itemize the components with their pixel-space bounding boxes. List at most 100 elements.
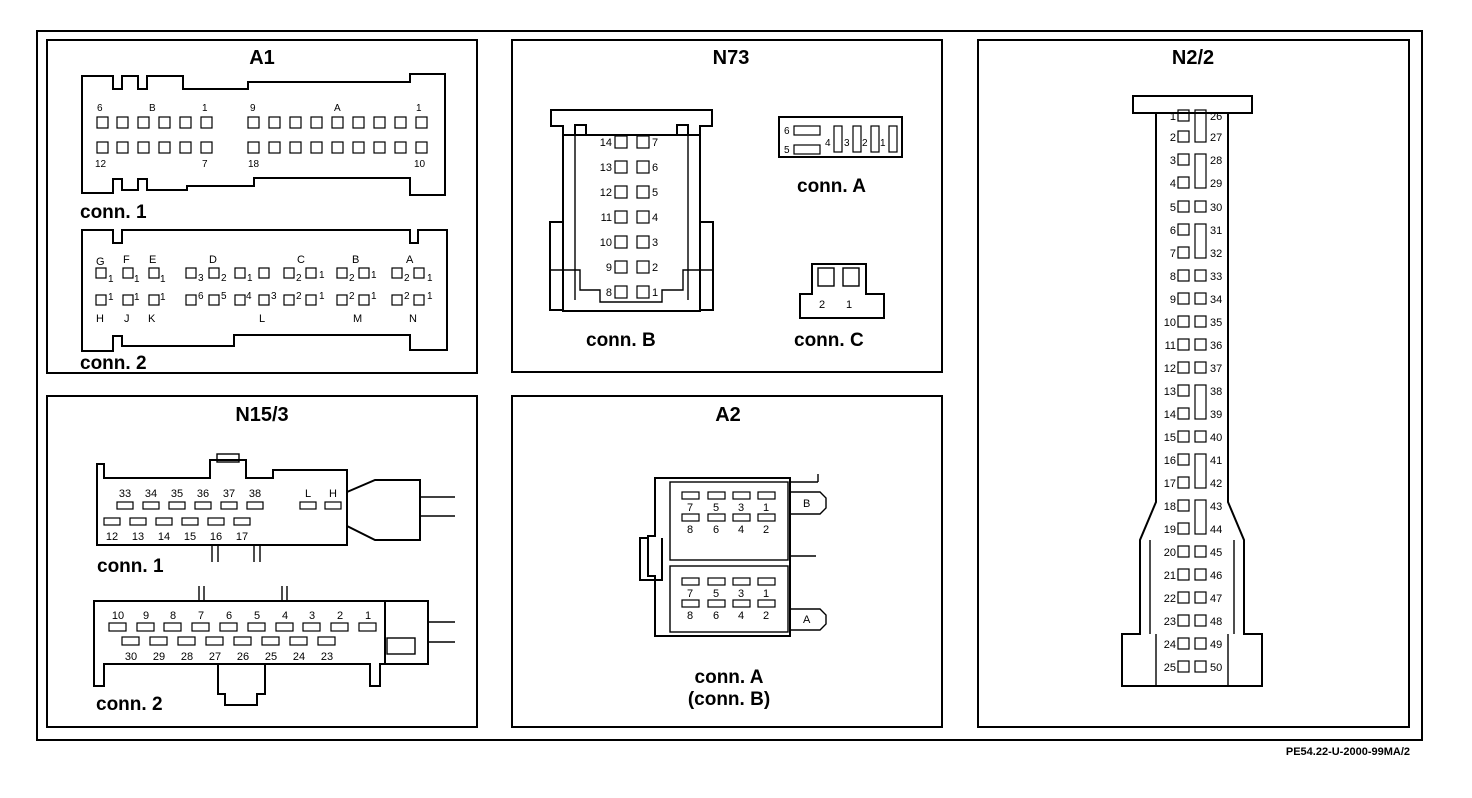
n2-2-label: 47 [1210,593,1222,605]
n15-conn2-pin [108,622,127,632]
a2-caption-line2: (conn. B) [688,689,770,710]
n2-2-pin [1177,591,1190,604]
n2-2-pin [1194,153,1207,189]
n73-connb-housing [550,109,713,136]
n15-conn2-caption: conn. 2 [96,694,163,715]
a1-conn1-pin [200,116,213,129]
n2-2-label: 33 [1210,271,1222,283]
n2-2-label: 6 [1170,225,1176,237]
n15-conn2-label: 8 [170,610,176,622]
a1-conn2-pin-number: 2 [296,273,302,284]
a1-conn2-pin-number: 1 [247,273,253,284]
n73-connb-label: 8 [606,287,612,299]
a2-label: 4 [738,524,744,536]
n2-2-pin [1194,269,1207,282]
n15-conn2-pin [121,636,140,646]
a2-label: 5 [713,588,719,600]
a1-conn1-pin [310,141,323,154]
n15-conn2-pin [275,622,294,632]
a1-conn1-pin [137,141,150,154]
n73-connc-caption: conn. C [794,330,864,351]
n15-conn2-label: 6 [226,610,232,622]
a1-conn1-label: B [149,103,156,114]
n15-conn1-pin [142,501,160,510]
n73-connb-label: 2 [652,262,658,274]
panel-a1-title: A1 [249,47,275,69]
a1-conn2-pin [234,267,246,279]
a2-label: 1 [763,588,769,600]
n15-conn2-label: 9 [143,610,149,622]
n2-2-pin [1177,361,1190,374]
a1-conn2-label: C [297,254,305,266]
n2-2-label: 24 [1164,639,1176,651]
n15-conn2-pin [149,636,168,646]
n73-connb-pin [614,135,628,149]
n2-2-pin [1194,568,1207,581]
n15-conn2-label: 10 [112,610,124,622]
n2-2-pin [1177,315,1190,328]
n15-conn2-pin [233,636,252,646]
a1-conn2-pin [95,294,107,306]
a1-conn1-pin [116,116,129,129]
a1-conn2-pin-number: 2 [349,273,355,284]
a1-conn1-pin [394,141,407,154]
n2-2-label: 32 [1210,248,1222,260]
n2-2-pin [1177,568,1190,581]
n73-connb-label: 13 [600,162,612,174]
a1-conn1-pin [137,116,150,129]
a2-pin [707,599,726,608]
n2-2-label: 13 [1164,386,1176,398]
n2-2-label: 23 [1164,616,1176,628]
n15-conn1-caption: conn. 1 [97,556,164,577]
a1-conn2-pin-number: 2 [404,291,410,302]
n15-conn2-latch [386,637,416,655]
n15-conn2-pin [219,622,238,632]
n15-conn1-label: 37 [223,488,235,500]
n73-connb-flange [549,221,714,311]
n15-conn1-housing [96,459,348,546]
a1-conn2-pin-number: 1 [108,274,114,285]
n2-2-pin [1194,200,1207,213]
n73-connb-pin [614,160,628,174]
n15-conn1-label: 35 [171,488,183,500]
n15-conn2-pin [302,622,321,632]
n73-connb-label: 12 [600,187,612,199]
a2-pin [732,599,751,608]
n73-conna-label: 4 [825,138,831,149]
n73-connb-pin [614,260,628,274]
n2-2-label: 19 [1164,524,1176,536]
n2-2-pin [1177,109,1190,122]
a1-conn1-pin [116,141,129,154]
a1-conn1-pin [415,141,428,154]
n2-2-label: 11 [1165,340,1176,352]
n73-connb-label: 6 [652,162,658,174]
n73-connb-label: 9 [606,262,612,274]
n2-2-label: 44 [1210,524,1222,536]
a1-conn2-label: E [149,254,156,266]
a1-conn1-pin [331,116,344,129]
a1-conn2-label: F [123,254,130,266]
n15-conn1-label: 15 [184,531,196,543]
a1-conn2-pin-number: 3 [198,273,204,284]
a1-conn2-label: L [259,313,265,325]
n2-2-pin [1177,476,1190,489]
a1-conn2-pin-number: 2 [349,291,355,302]
n2-2-label: 45 [1210,547,1222,559]
n2-2-label: 4 [1170,178,1176,190]
n2-2-label: 38 [1210,386,1222,398]
n73-connb-pin [636,185,650,199]
n2-2-label: 49 [1210,639,1222,651]
n73-conna-caption: conn. A [797,176,866,197]
a1-conn1-pin [179,116,192,129]
a1-conn1-label: 7 [202,159,208,170]
a2-pin [707,491,726,500]
n73-conna-pin [833,125,843,153]
n73-connc-body [799,263,885,319]
n15-conn1-pin [129,517,147,526]
a1-conn2-pin-number: 1 [427,273,433,284]
n2-2-label: 41 [1210,455,1222,467]
